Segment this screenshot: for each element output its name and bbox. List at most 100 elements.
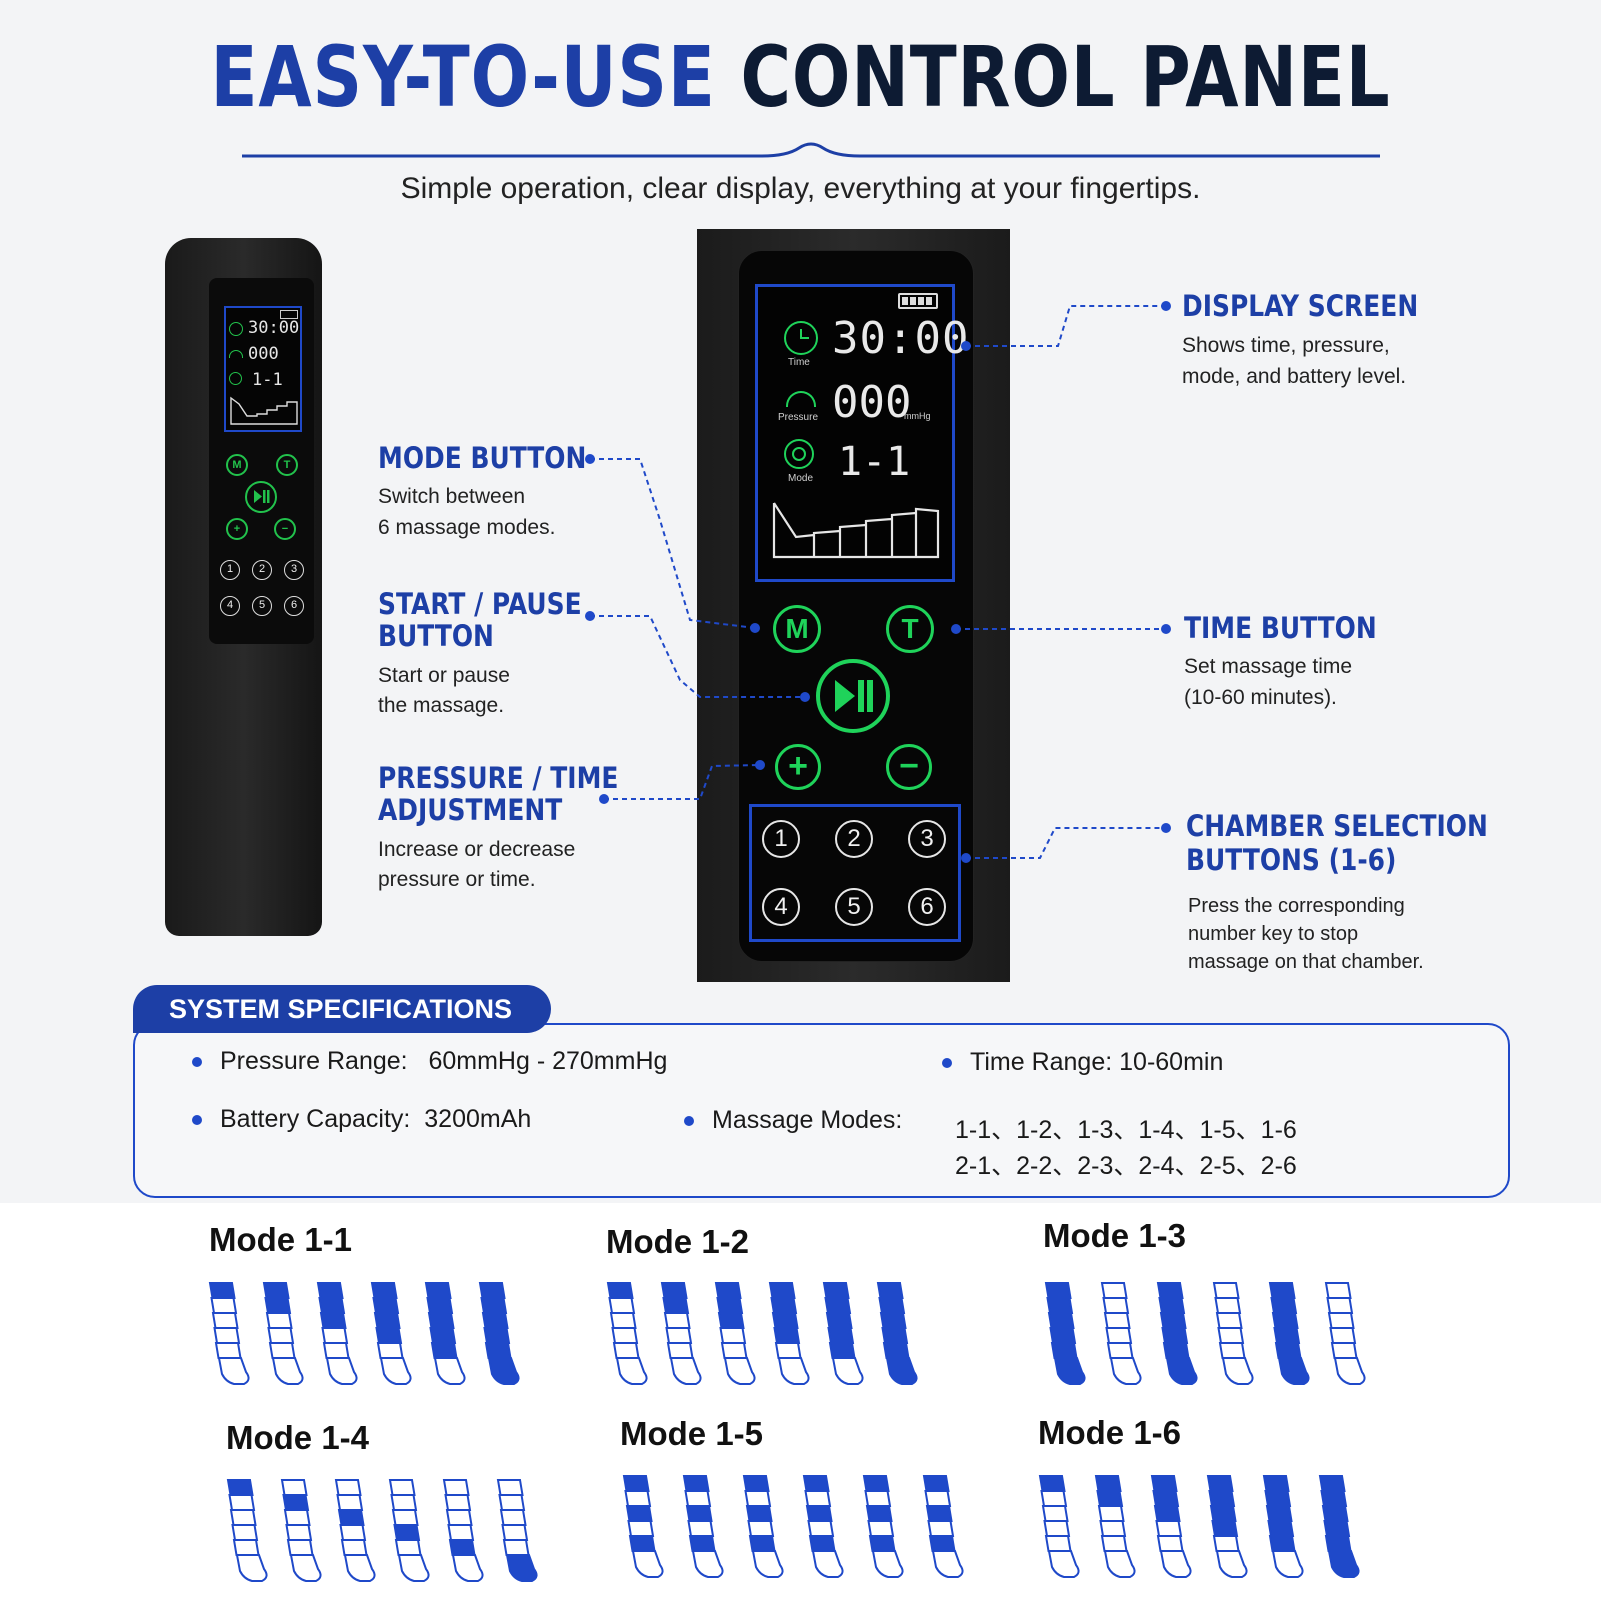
chamber-button-5[interactable]: 5 [835,888,873,926]
leg-segment [1097,1505,1125,1522]
leg-segment [824,1297,852,1314]
leg-segment [318,1297,346,1314]
minus-button[interactable]: − [886,744,932,790]
page-title: EASY-TO-USE CONTROL PANEL [144,28,1457,126]
leg-segment [744,1490,772,1507]
chamber-button-1[interactable]: 1 [762,820,800,858]
leg-diagram [1262,1475,1304,1578]
small-minus-button[interactable]: − [274,518,296,540]
leg-segment [1324,1282,1352,1299]
small-time-button[interactable]: T [276,454,298,476]
small-chamber-button-6[interactable]: 6 [284,596,304,616]
leg-segment [496,1479,524,1496]
leg-segment [1262,1475,1290,1492]
small-chamber-button-1[interactable]: 1 [220,560,240,580]
leg-segment [372,1297,400,1314]
leg-segment [1161,1327,1189,1344]
leg-segment [340,1539,368,1556]
chamber-button-3[interactable]: 3 [908,820,946,858]
time-button[interactable]: T [886,605,934,653]
leg-segment [612,1342,640,1359]
leg-segment [1214,1297,1242,1314]
mode-1-4-title: Mode 1-4 [226,1419,370,1456]
leg-diagram [1324,1282,1366,1385]
mode-readout: 1-1 [838,439,911,485]
leg-segment [1270,1297,1298,1314]
small-play-pause-button[interactable] [245,481,277,513]
leg-segment [1105,1327,1133,1344]
leg-segment [1208,1490,1236,1507]
leg-segment [268,1342,296,1359]
leg-segment [868,1535,896,1552]
leg-segment [774,1342,802,1359]
small-chamber-button-4[interactable]: 4 [220,596,240,616]
leg-segment [228,1494,256,1511]
leg-foot-segment [931,1550,964,1578]
small-plus-button[interactable]: + [226,518,248,540]
leg-segment [927,1520,955,1537]
leg-segment [232,1539,260,1556]
spec-modes-label: Massage Modes: [712,1106,903,1134]
leg-segment [922,1475,950,1492]
leg-segment [502,1539,530,1556]
mode-button[interactable]: M [773,605,821,653]
leg-foot-segment [1103,1550,1136,1578]
leg-diagram [606,1282,648,1385]
leg-segment [499,1509,527,1526]
small-mode-button[interactable]: M [226,454,248,476]
leg-segment [429,1327,457,1344]
chamber-button-2[interactable]: 2 [835,820,873,858]
start-pause-callout-desc-1: Start or pause [378,664,510,687]
leg-segment [745,1505,773,1522]
leg-segment [627,1520,655,1537]
leg-segment [427,1312,455,1329]
leg-diagram [1318,1475,1360,1578]
leg-segment [264,1297,292,1314]
leg-segment [1100,1535,1128,1552]
leg-segment [444,1494,472,1511]
leg-segment [1038,1475,1066,1492]
mode-icon [229,372,242,385]
leg-segment [805,1505,833,1522]
leg-segment [827,1327,855,1344]
leg-foot-segment [1165,1357,1198,1385]
leg-segment [684,1490,712,1507]
leg-segment [394,1539,422,1556]
leg-segment [1044,1535,1072,1552]
leg-diagram [424,1282,466,1385]
leg-segment [1327,1312,1355,1329]
play-pause-button[interactable] [816,659,890,733]
leg-segment [1268,1282,1296,1299]
small-chamber-button-3[interactable]: 3 [284,560,304,580]
leg-segment [1044,1282,1072,1299]
leg-segment [1329,1327,1357,1344]
leg-segment [622,1475,650,1492]
leg-segment [322,1342,350,1359]
time-readout: 30:00 [832,313,970,364]
leg-segment [265,1312,293,1329]
leg-segment [1156,1282,1184,1299]
small-chamber-button-5[interactable]: 5 [252,596,272,616]
leg-segment [388,1479,416,1496]
plus-button[interactable]: + [775,744,821,790]
leg-segment [442,1479,470,1496]
leg-segment [609,1312,637,1329]
small-chamber-button-2[interactable]: 2 [252,560,272,580]
leg-diagram [1100,1282,1142,1385]
leg-diagram [478,1282,520,1385]
chamber-button-4[interactable]: 4 [762,888,800,926]
leg-diagram [262,1282,304,1385]
leg-foot-segment [1333,1357,1366,1385]
leg-segment [828,1342,856,1359]
leg-diagram [226,1479,268,1582]
leg-diagram [862,1475,904,1578]
leg-foot-segment [1047,1550,1080,1578]
leg-segment [1320,1490,1348,1507]
leg-segment [804,1490,832,1507]
leg-foot-segment [1277,1357,1310,1385]
clock-icon [784,321,818,355]
bullet-icon [192,1057,202,1068]
leg-segment [211,1312,239,1329]
chamber-button-6[interactable]: 6 [908,888,946,926]
display-screen: Time 30:00 Pressure 000 mmHg Mode 1-1 [755,284,968,582]
